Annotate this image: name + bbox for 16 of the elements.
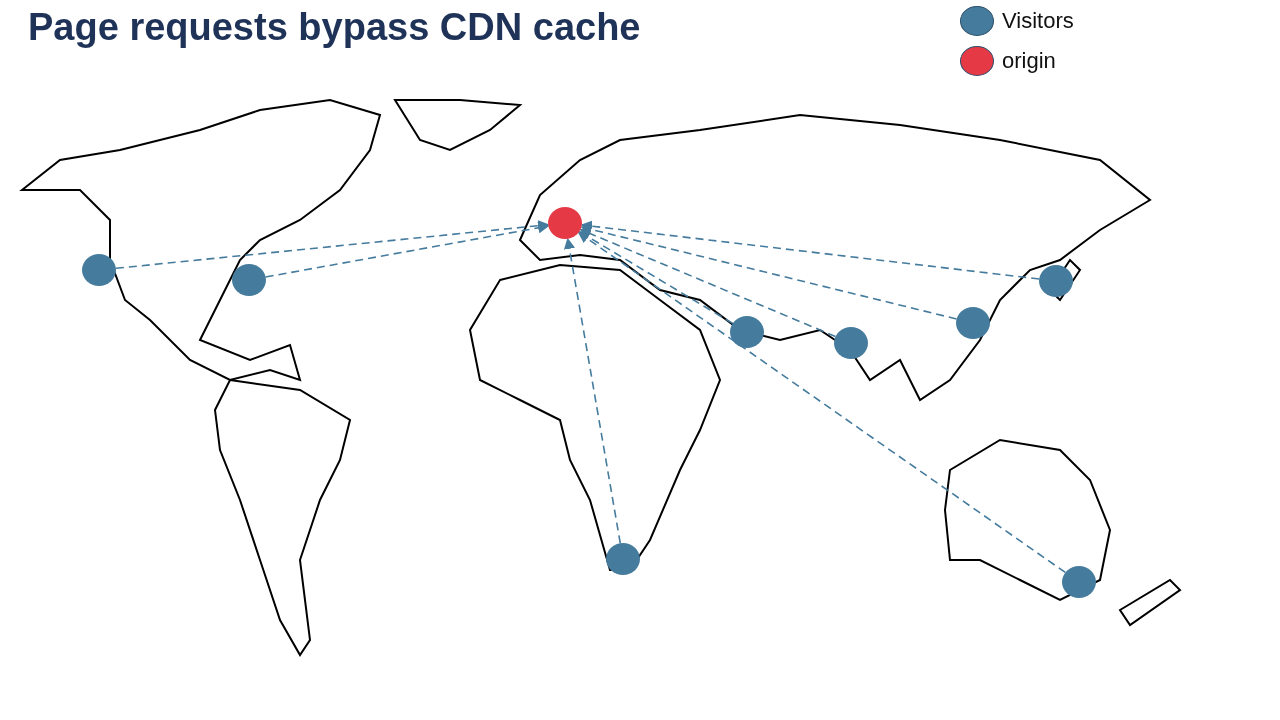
dashed-arrow: [578, 230, 734, 325]
visitor-marker: [730, 316, 764, 348]
title: Page requests bypass CDN cache: [28, 6, 641, 49]
visitor-marker: [606, 543, 640, 575]
legend-label: origin: [1002, 48, 1056, 74]
dashed-arrow: [580, 220, 1040, 280]
dashed-arrow: [580, 224, 958, 320]
dashed-arrow: [264, 222, 550, 278]
dashed-arrow: [577, 231, 1067, 574]
visitor-marker: [232, 264, 266, 296]
visitor-marker: [82, 254, 116, 286]
dashed-arrow: [579, 228, 837, 338]
dashed-arrow: [563, 237, 622, 544]
dashed-arrow: [115, 220, 550, 270]
visitor-marker: [1039, 265, 1073, 297]
legend-label: Visitors: [1002, 8, 1074, 34]
